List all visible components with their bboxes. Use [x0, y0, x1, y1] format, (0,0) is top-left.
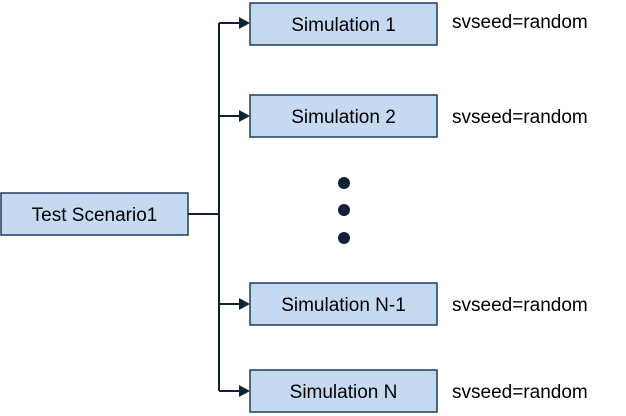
simulation-node-box-1 [249, 2, 438, 46]
simulation-node-label-3: Simulation N-1 [281, 295, 406, 316]
seed-annotation-1: svseed=random [452, 12, 588, 33]
arrowhead-3 [239, 298, 250, 310]
arrowhead-1 [239, 17, 250, 29]
connectors [188, 17, 250, 397]
ellipsis-dot [338, 232, 350, 244]
ellipsis-dot [338, 177, 350, 189]
seed-annotation-3: svseed=random [452, 295, 588, 316]
arrowhead-2 [239, 110, 250, 122]
simulation-node-2: Simulation 2 [249, 94, 438, 138]
simulation-node-box-4 [249, 369, 438, 413]
seed-annotation-2: svseed=random [452, 107, 588, 128]
simulation-node-label-4: Simulation N [290, 382, 398, 403]
ellipsis-dot [338, 204, 350, 216]
simulation-node-box-2 [249, 94, 438, 138]
simulation-node-4: Simulation N [249, 369, 438, 413]
simulation-node-label-1: Simulation 1 [291, 15, 396, 36]
source-node-box [0, 192, 189, 236]
source-node-label: Test Scenario1 [32, 205, 158, 226]
ellipsis-dots [338, 177, 350, 244]
seed-annotation-4: svseed=random [452, 382, 588, 403]
arrowhead-4 [239, 385, 250, 397]
simulation-node-3: Simulation N-1 [249, 282, 438, 326]
source-node: Test Scenario1 [0, 192, 189, 236]
seed-annotations: svseed=random svseed=random svseed=rando… [452, 12, 588, 403]
simulation-node-1: Simulation 1 [249, 2, 438, 46]
simulation-node-label-2: Simulation 2 [291, 107, 396, 128]
simulation-node-box-3 [249, 282, 438, 326]
